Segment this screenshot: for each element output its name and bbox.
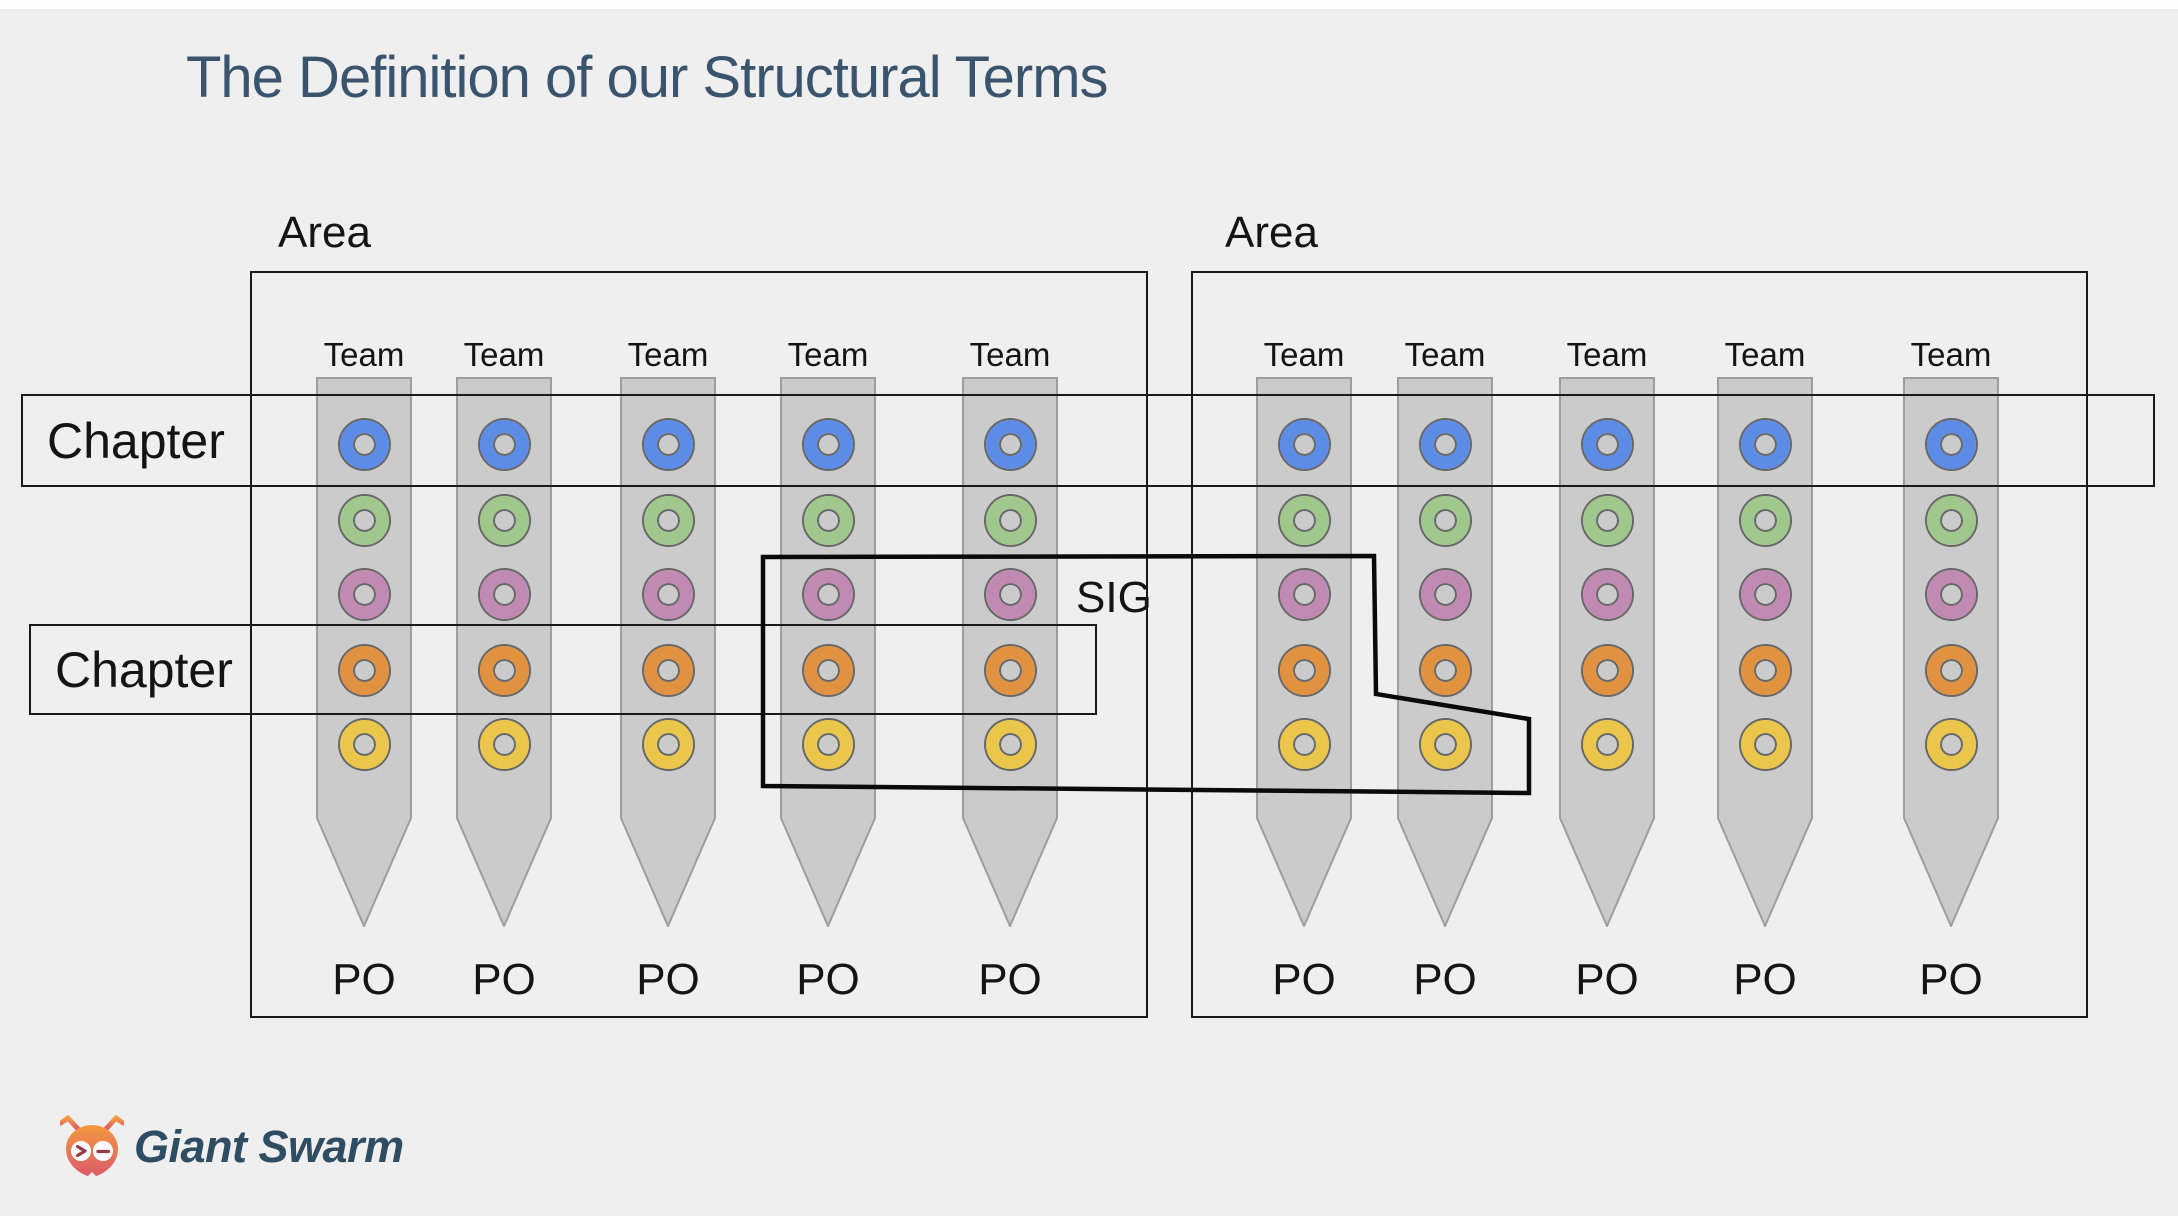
area-label: Area [278,208,371,257]
ring-pink [339,569,389,619]
ring-pink [1279,569,1329,619]
ring-blue [985,419,1035,469]
po-label: PO [1272,955,1336,1004]
ring-pink [1582,569,1632,619]
team-label: Team [627,336,709,373]
ring-green [1420,495,1470,545]
team-label: Team [1724,336,1806,373]
ring-orange [643,645,693,695]
ring-green [803,495,853,545]
ring-orange [1420,645,1470,695]
ring-blue [1279,419,1329,469]
ring-yellow [1420,719,1470,769]
team-label: Team [1263,336,1345,373]
team-label: Team [787,336,869,373]
ring-orange [1740,645,1790,695]
ring-yellow [479,719,529,769]
po-label: PO [1575,955,1639,1004]
po-label: PO [472,955,536,1004]
ring-orange [1582,645,1632,695]
team-label: Team [1910,336,1992,373]
ring-orange [1279,645,1329,695]
ring-green [479,495,529,545]
ring-yellow [339,719,389,769]
ring-blue [479,419,529,469]
ring-orange [339,645,389,695]
giant-swarm-logo: Giant Swarm [60,1115,404,1179]
slide-title: The Definition of our Structural Terms [186,45,1109,110]
area-label: Area [1225,208,1318,257]
ring-blue [803,419,853,469]
po-label: PO [1733,955,1797,1004]
ring-yellow [1582,719,1632,769]
ring-yellow [985,719,1035,769]
team-label: Team [463,336,545,373]
team-label: Team [323,336,405,373]
ring-pink [1420,569,1470,619]
po-label: PO [636,955,700,1004]
giant-swarm-wordmark: Giant Swarm [134,1121,404,1172]
top-strip [0,0,2178,9]
ring-blue [1582,419,1632,469]
po-label: PO [796,955,860,1004]
giant-swarm-ant-icon [60,1115,124,1176]
team-column [620,377,716,927]
team-column [456,377,552,927]
po-label: PO [332,955,396,1004]
team-label: Team [1566,336,1648,373]
chapter-label: Chapter [55,641,233,698]
ring-pink [643,569,693,619]
ring-pink [803,569,853,619]
chapter-box: Chapter [29,624,1097,715]
po-label: PO [1413,955,1477,1004]
ring-yellow [803,719,853,769]
chapter-label: Chapter [47,412,225,469]
po-label: PO [978,955,1042,1004]
team-column [1559,377,1655,927]
ring-green [1740,495,1790,545]
team-label: Team [1404,336,1486,373]
ring-blue [643,419,693,469]
ring-pink [1740,569,1790,619]
ring-pink [479,569,529,619]
ring-green [1926,495,1976,545]
ring-yellow [643,719,693,769]
ring-green [643,495,693,545]
ring-orange [1926,645,1976,695]
ring-yellow [1279,719,1329,769]
ring-green [339,495,389,545]
chapter-box: Chapter [21,394,2155,487]
ring-green [1582,495,1632,545]
ring-yellow [1740,719,1790,769]
sig-label: SIG [1076,573,1152,622]
ring-pink [985,569,1035,619]
team-label: Team [969,336,1051,373]
ring-green [985,495,1035,545]
ring-green [1279,495,1329,545]
team-column [1903,377,1999,927]
ring-pink [1926,569,1976,619]
ring-orange [479,645,529,695]
ring-blue [1740,419,1790,469]
ring-blue [1420,419,1470,469]
po-label: PO [1919,955,1983,1004]
team-column [316,377,412,927]
ring-blue [339,419,389,469]
ring-yellow [1926,719,1976,769]
team-column [1717,377,1813,927]
ring-blue [1926,419,1976,469]
